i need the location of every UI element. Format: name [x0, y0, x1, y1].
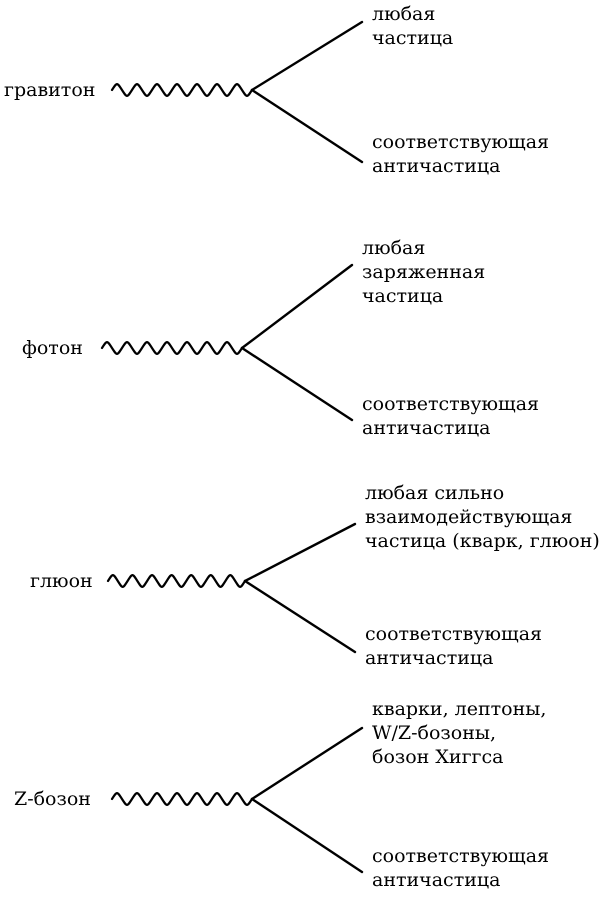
boson-wavy-line — [100, 341, 244, 355]
vertex-diagram: Z-бозон кварки, лептоны,W/Z-бозоны,бозон … — [14, 698, 549, 891]
particle-label: бозон Хиггса — [372, 746, 503, 768]
boson-label: гравитон — [4, 79, 95, 101]
boson-label: глюон — [30, 570, 93, 592]
particle-label: взаимодействующая — [365, 506, 572, 528]
particle-label: заряженная — [362, 261, 485, 283]
antiparticle-line — [243, 579, 357, 654]
particle-line — [250, 726, 364, 801]
particle-line — [250, 20, 364, 92]
boson-wavy-line — [110, 792, 254, 806]
antiparticle-line — [250, 797, 364, 874]
particle-label: любая — [362, 237, 425, 259]
particle-label: частица (кварк, глюон) — [365, 530, 600, 552]
particle-label: частица — [372, 27, 453, 49]
particle-label: W/Z-бозоны, — [372, 722, 496, 744]
particle-line — [243, 522, 357, 583]
particle-label: любая сильно — [365, 482, 504, 504]
boson-label: фотон — [22, 337, 83, 359]
antiparticle-label: соответствующая — [365, 623, 542, 645]
boson-wavy-line — [106, 574, 247, 588]
particle-line — [240, 263, 354, 350]
boson-label: Z-бозон — [14, 788, 91, 810]
antiparticle-label: соответствующая — [362, 393, 539, 415]
antiparticle-label: античастица — [372, 869, 500, 891]
particle-label: кварки, лептоны, — [372, 698, 546, 720]
particle-label: любая — [372, 3, 435, 25]
boson-wavy-line — [110, 83, 254, 97]
antiparticle-label: античастица — [365, 647, 493, 669]
particle-label: частица — [362, 285, 443, 307]
vertex-diagram: глюон любая сильновзаимодействующаячастиц… — [30, 482, 600, 669]
antiparticle-line — [250, 88, 364, 164]
antiparticle-label: соответствующая — [372, 845, 549, 867]
antiparticle-line — [240, 346, 354, 422]
antiparticle-label: античастица — [372, 155, 500, 177]
antiparticle-label: соответствующая — [372, 131, 549, 153]
antiparticle-label: античастица — [362, 417, 490, 439]
